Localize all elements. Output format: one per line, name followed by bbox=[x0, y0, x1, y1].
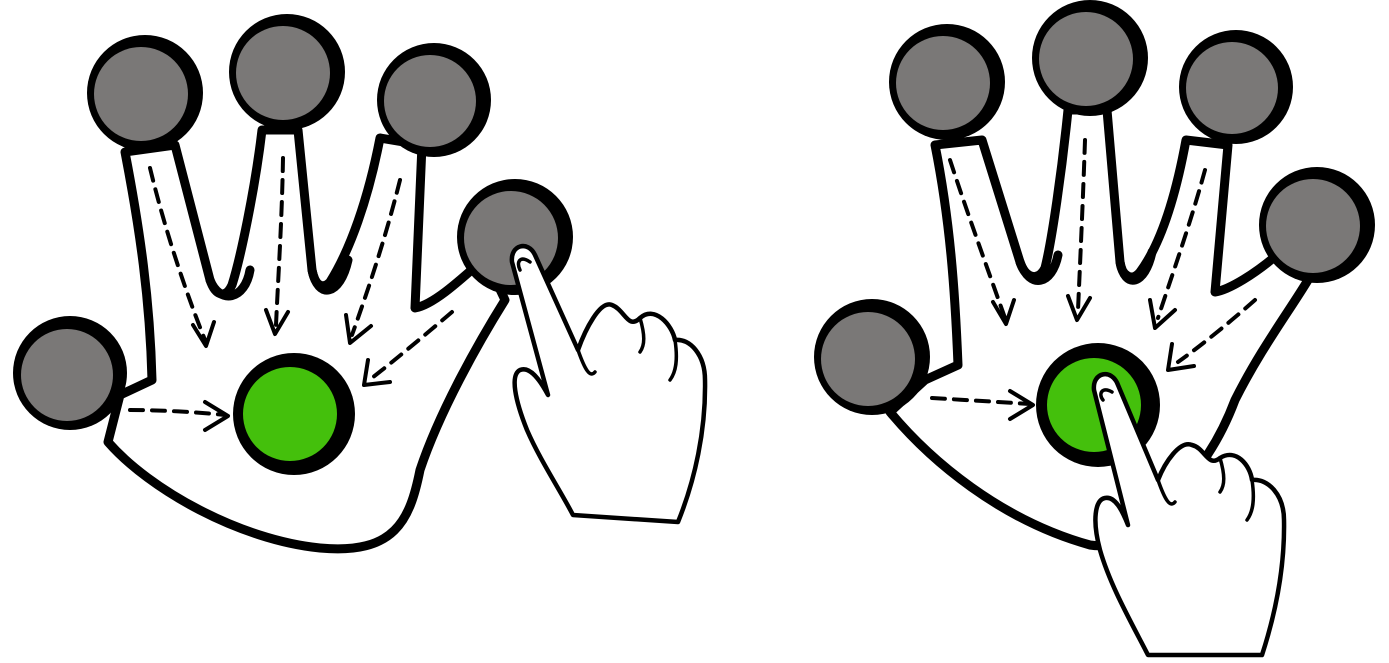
pointer-hand-icon bbox=[512, 246, 705, 522]
hand-panel-before bbox=[13, 14, 705, 549]
hand-outline bbox=[108, 130, 505, 549]
hand-panel-after bbox=[814, 0, 1375, 655]
